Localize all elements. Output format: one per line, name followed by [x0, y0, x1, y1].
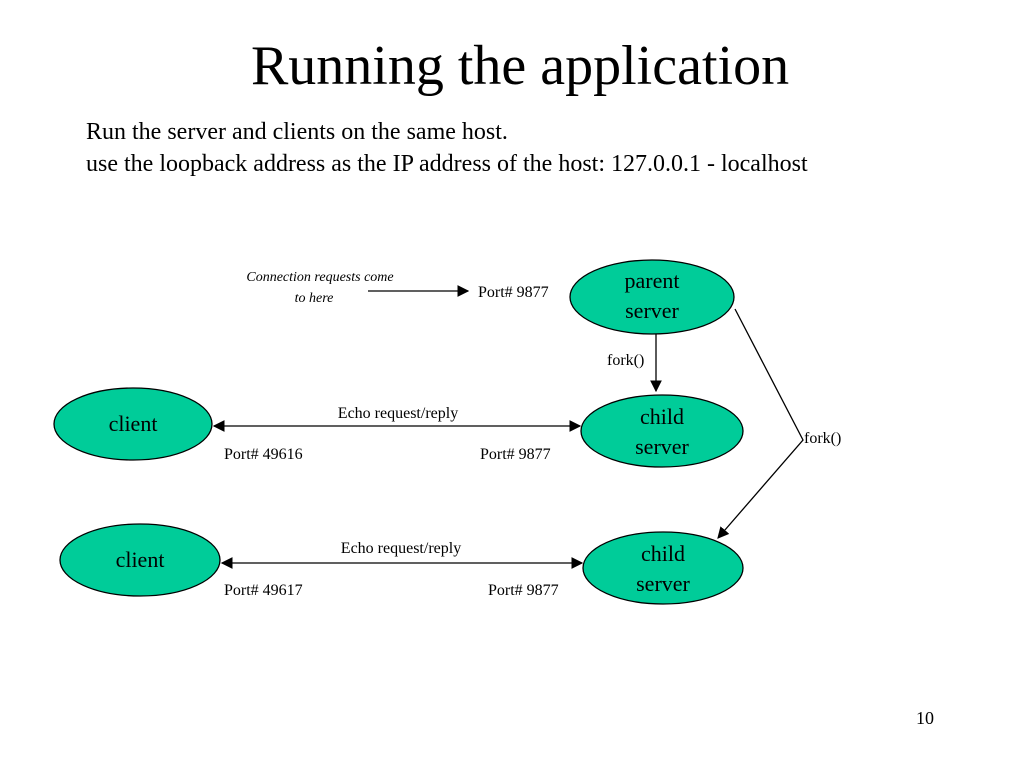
parent-server-node: [569, 259, 735, 335]
child-server-label-1-line-1: child: [640, 404, 684, 429]
child-server-label-2-line-2: server: [636, 571, 690, 596]
child-server-node-1: [580, 394, 744, 468]
server-port-2: Port# 9877: [488, 582, 559, 599]
slide-title: Running the application: [250, 35, 790, 97]
parent-server-label-line-2: server: [625, 298, 679, 323]
client-port-1: Port# 49616: [224, 446, 303, 463]
client-label-2: client: [116, 547, 165, 572]
echo-label-2: Echo request/reply: [341, 540, 461, 557]
client-port-2: Port# 49617: [224, 582, 303, 599]
parent-server-label-line-1: parent: [625, 268, 680, 293]
fork-label-2: fork(): [804, 430, 841, 447]
child-server-node-2: [582, 531, 744, 605]
fork-arrow-2: [717, 308, 804, 539]
client-node-2: [59, 523, 221, 597]
server-port-1: Port# 9877: [480, 446, 551, 463]
intro-line-1: Run the server and clients on the same h…: [86, 119, 508, 145]
echo-label-1: Echo request/reply: [338, 405, 458, 422]
fork-label-1: fork(): [607, 352, 644, 369]
connection-note-line-2: to here: [295, 291, 334, 306]
intro-text: Run the server and clients on the same h…: [86, 116, 808, 180]
connection-note-line-1: Connection requests come: [246, 270, 393, 285]
client-node-1: [53, 387, 213, 461]
intro-line-2: use the loopback address as the IP addre…: [86, 151, 808, 177]
client-label-1: client: [109, 411, 158, 436]
page-number: 10: [916, 708, 934, 728]
child-server-label-1-line-2: server: [635, 434, 689, 459]
parent-port-label: Port# 9877: [478, 284, 549, 301]
child-server-label-2-line-1: child: [641, 541, 685, 566]
